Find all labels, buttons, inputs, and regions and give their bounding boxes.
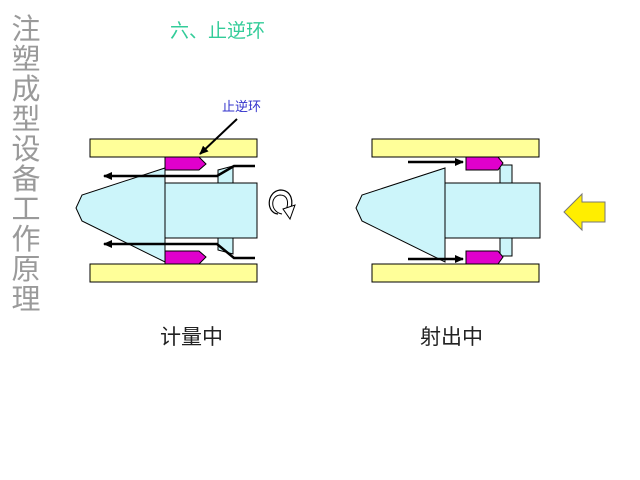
label-pointer — [199, 118, 238, 155]
check-ring-upper-left — [164, 156, 207, 171]
seat-upper-left — [217, 165, 234, 184]
vertical-title-char: 作 — [11, 222, 41, 256]
caption-metering: 计量中 — [160, 325, 223, 349]
barrel-top-right — [371, 138, 540, 158]
barrel-bottom-left — [89, 263, 258, 283]
metering-diagram: 止逆环 — [75, 99, 296, 283]
vertical-title-char: 成 — [11, 72, 41, 106]
seat-upper-right — [499, 164, 513, 184]
check-ring-upper-right — [465, 156, 504, 171]
screw-tip-right — [355, 167, 446, 263]
flow-arrow-upper-left — [103, 164, 255, 180]
push-arrow-icon — [563, 192, 606, 232]
ring-label: 止逆环 — [222, 99, 261, 115]
vertical-title-char: 型 — [11, 102, 41, 136]
rotation-icon — [268, 189, 293, 215]
vertical-title-char: 塑 — [11, 42, 41, 76]
screw-shaft-left — [164, 182, 258, 239]
vertical-title-char: 备 — [11, 162, 41, 196]
section-title: 六、止逆环 — [170, 20, 266, 42]
barrel-top-left — [89, 138, 258, 158]
seat-lower-right — [499, 237, 513, 257]
vertical-title-char: 设 — [11, 132, 41, 166]
check-ring-lower-right — [465, 250, 504, 265]
barrel-bottom-right — [371, 263, 540, 283]
vertical-title-char: 工 — [11, 192, 41, 226]
injection-diagram — [355, 138, 606, 283]
vertical-title-char: 理 — [11, 282, 41, 316]
caption-injection: 射出中 — [420, 325, 483, 349]
screw-tip-left — [75, 167, 166, 263]
vertical-slide-title: 注塑成型设备工作原理 — [8, 14, 44, 314]
vertical-title-char: 原 — [11, 252, 41, 286]
screw-shaft-right — [444, 182, 541, 239]
vertical-title-char: 注 — [11, 12, 41, 46]
flow-arrow-lower-left — [103, 240, 255, 260]
check-ring-lower-left — [164, 250, 207, 265]
